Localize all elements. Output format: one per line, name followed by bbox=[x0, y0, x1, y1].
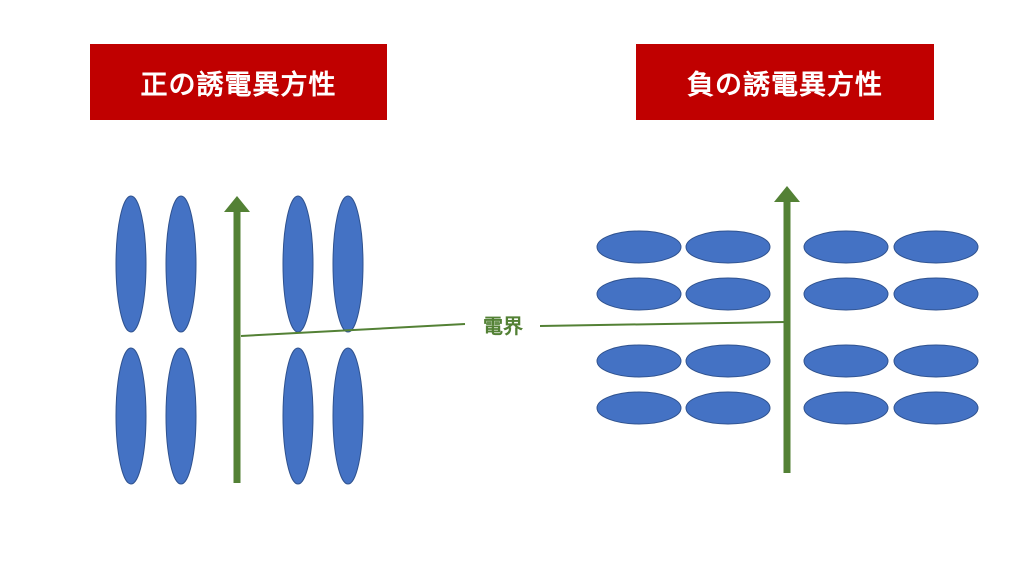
molecule-vertical bbox=[282, 195, 314, 333]
molecule-vertical bbox=[165, 347, 197, 485]
molecule-vertical bbox=[115, 195, 147, 333]
molecule-horizontal bbox=[893, 344, 979, 378]
molecule-horizontal bbox=[893, 277, 979, 311]
molecule-horizontal bbox=[803, 391, 889, 425]
field-arrow-right bbox=[774, 186, 800, 473]
molecule-horizontal bbox=[893, 230, 979, 264]
field-leader-line-right bbox=[539, 321, 786, 327]
molecule-horizontal bbox=[803, 277, 889, 311]
molecule-horizontal bbox=[685, 277, 771, 311]
molecule-horizontal bbox=[803, 344, 889, 378]
field-leader-line-left bbox=[240, 323, 466, 337]
molecule-horizontal bbox=[685, 230, 771, 264]
molecule-horizontal bbox=[685, 391, 771, 425]
molecule-horizontal bbox=[893, 391, 979, 425]
molecule-horizontal bbox=[803, 230, 889, 264]
molecule-vertical bbox=[332, 347, 364, 485]
positive-anisotropy-title: 正の誘電異方性 bbox=[90, 44, 387, 120]
positive-molecule-group bbox=[115, 195, 364, 485]
molecule-horizontal bbox=[596, 344, 682, 378]
electric-field-label: 電界 bbox=[483, 314, 523, 338]
positive-anisotropy-title-text: 正の誘電異方性 bbox=[140, 69, 337, 101]
molecule-vertical bbox=[115, 347, 147, 485]
molecule-horizontal bbox=[596, 391, 682, 425]
molecule-vertical bbox=[282, 347, 314, 485]
molecule-horizontal bbox=[596, 230, 682, 264]
negative-anisotropy-title: 負の誘電異方性 bbox=[636, 44, 934, 120]
molecule-horizontal bbox=[596, 277, 682, 311]
negative-molecule-group bbox=[596, 230, 979, 425]
molecule-vertical bbox=[165, 195, 197, 333]
negative-anisotropy-title-text: 負の誘電異方性 bbox=[687, 69, 883, 101]
molecule-horizontal bbox=[685, 344, 771, 378]
field-arrow-left bbox=[224, 196, 250, 483]
molecule-vertical bbox=[332, 195, 364, 333]
